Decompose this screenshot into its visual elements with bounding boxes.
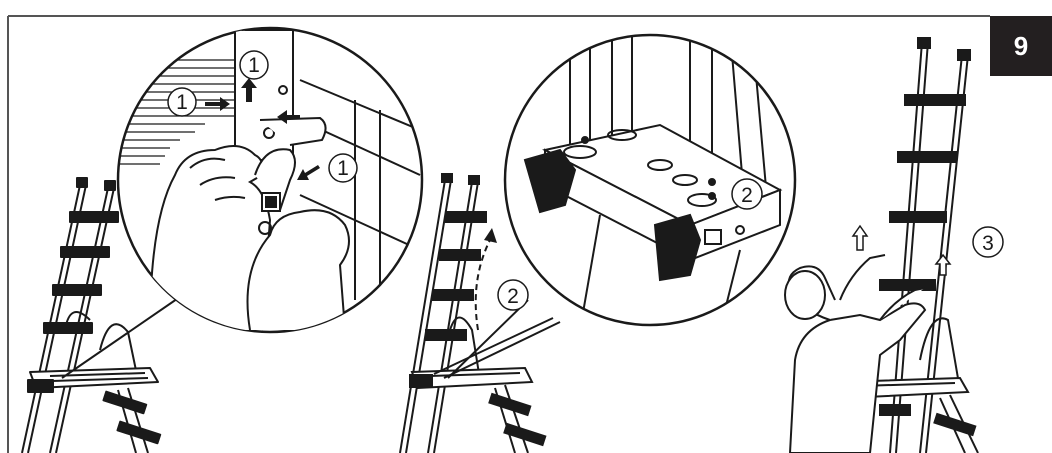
page-number: 9 (1013, 30, 1029, 61)
callout-1-right-label: 1 (337, 157, 349, 180)
panel-1: 1 1 1 (21, 26, 424, 453)
callout-1-right: 1 (328, 153, 358, 183)
detail-2-pointers (433, 299, 561, 379)
detail-1-content (118, 29, 421, 331)
callout-2-upper: 2 (731, 178, 763, 210)
panel-2: 2 (399, 33, 797, 453)
person-figure (784, 254, 927, 453)
callout-2-lower: 2 (497, 279, 529, 311)
ladder-panel-2 (399, 173, 547, 453)
ladder-panel-1 (21, 177, 162, 453)
curved-dashed-arrow-icon (474, 239, 491, 331)
page-frame (7, 15, 990, 453)
callout-1-top: 1 (239, 50, 269, 80)
arrow-up-icon (851, 224, 869, 251)
page-number-tab: 9 (990, 16, 1052, 76)
callout-1-left: 1 (167, 87, 197, 117)
arrow-up-icon (934, 253, 952, 276)
callout-2-lower-label: 2 (507, 285, 519, 308)
panel-3: 3 (784, 37, 1004, 453)
callout-3-label: 3 (982, 232, 994, 255)
callout-1-top-label: 1 (248, 54, 260, 77)
callout-3: 3 (972, 226, 1004, 258)
callout-2-upper-label: 2 (741, 184, 753, 207)
arrow-left-icon (277, 110, 300, 124)
callout-1-left-label: 1 (176, 91, 188, 114)
arrow-up-icon (241, 78, 257, 102)
arrow-down-left-icon (297, 165, 320, 180)
arrow-right-icon (205, 97, 230, 111)
